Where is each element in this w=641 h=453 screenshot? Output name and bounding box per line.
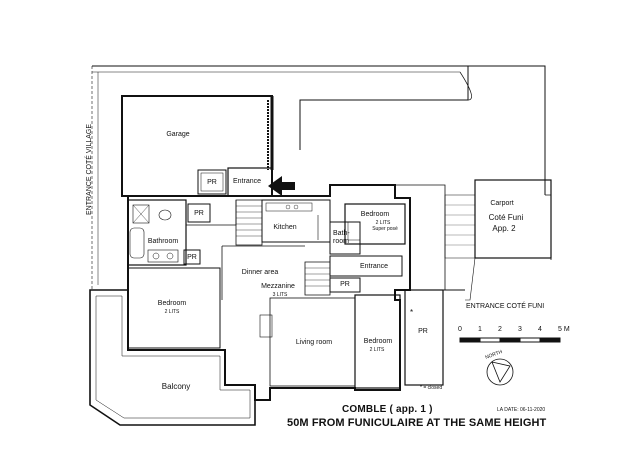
label-living-room: Living room [295, 339, 333, 346]
label-entrance-funi: ENTRANCE COTÉ FUNI [466, 303, 545, 310]
label-bedroom-right-beds: 2 LITS [369, 347, 385, 353]
label-entrance-main: Entrance [232, 178, 262, 185]
terrace-outline [92, 65, 469, 150]
scale-tick-4: 4 [538, 326, 542, 333]
sink [147, 249, 179, 263]
label-entrance-village: ENTRANCE COTÉ VILLAGE [86, 123, 93, 215]
plan-title: COMBLE ( app. 1 ) [342, 404, 433, 415]
label-entrance-right: Entrance [359, 263, 389, 270]
kitchen-wall [261, 199, 331, 243]
label-kitchen: Kitchen [273, 224, 297, 231]
stairs-right [304, 261, 331, 296]
label-pr-entrance: PR [207, 179, 217, 186]
bathroom-wall [127, 199, 187, 266]
label-app2: App. 2 [492, 224, 516, 233]
plan-subtitle: 50M FROM FUNICULAIRE AT THE SAME HEIGHT [287, 417, 547, 429]
toilet [158, 209, 172, 221]
balcony-outline [89, 289, 256, 426]
label-carport: Carport [490, 200, 514, 207]
north-arrow-icon [486, 358, 514, 386]
pr-right-box [404, 289, 444, 386]
bathtub [129, 227, 145, 259]
label-balcony: Balcony [161, 382, 191, 391]
label-bedroom-top: Bedroom [360, 211, 390, 218]
right-arc [459, 71, 472, 101]
closed-marker: * [410, 308, 414, 317]
bathroom-small-wall [329, 221, 361, 255]
label-bedroom-top-sofa: Super posé [372, 226, 398, 232]
pr-bath-box [183, 249, 201, 265]
scale-tick-2: 2 [498, 326, 502, 333]
label-bathroom: Bathroom [147, 238, 179, 245]
label-pr-mid: PR [340, 281, 350, 288]
label-bedroom-right: Bedroom [363, 338, 393, 345]
bedroom-right-wall [354, 294, 401, 389]
bedroom-left-wall [127, 267, 221, 349]
label-bedroom-left: Bedroom [157, 300, 187, 307]
label-pr-right: PR [418, 328, 428, 335]
scale-tick-1: 1 [478, 326, 482, 333]
pr-entrance-box [197, 169, 227, 195]
label-mezzanine: Mezzanine [261, 283, 295, 290]
label-bedroom-left-beds: 2 LITS [164, 309, 180, 315]
scale-tick-0: 0 [458, 326, 462, 333]
label-pr-bath: PR [187, 254, 197, 261]
pr-upper-box [187, 203, 211, 223]
label-bedroom-top-beds: 2 LITS [375, 220, 391, 226]
stairs-main [235, 199, 263, 246]
label-pr-upper: PR [194, 210, 204, 217]
scale-bar [459, 337, 561, 343]
carport-steps [444, 194, 476, 259]
label-mezzanine-beds: 3 LITS [272, 292, 288, 298]
bedroom-top-wall [344, 203, 406, 245]
label-bathroom-small: Bath- room [333, 230, 350, 245]
scale-tick-3: 3 [518, 326, 522, 333]
label-cote-funi: Coté Funi [488, 213, 524, 222]
shower [132, 204, 150, 224]
label-dinner-area: Dinner area [241, 269, 279, 276]
entrance-arrow-icon [268, 176, 295, 196]
scale-tick-5: 5 M [558, 326, 570, 333]
date-note: LA DATE: 06-11-2020 [497, 407, 546, 413]
legend-closed: * = closed [420, 385, 443, 391]
right-terrace [468, 65, 546, 195]
label-garage: Garage [166, 131, 190, 138]
